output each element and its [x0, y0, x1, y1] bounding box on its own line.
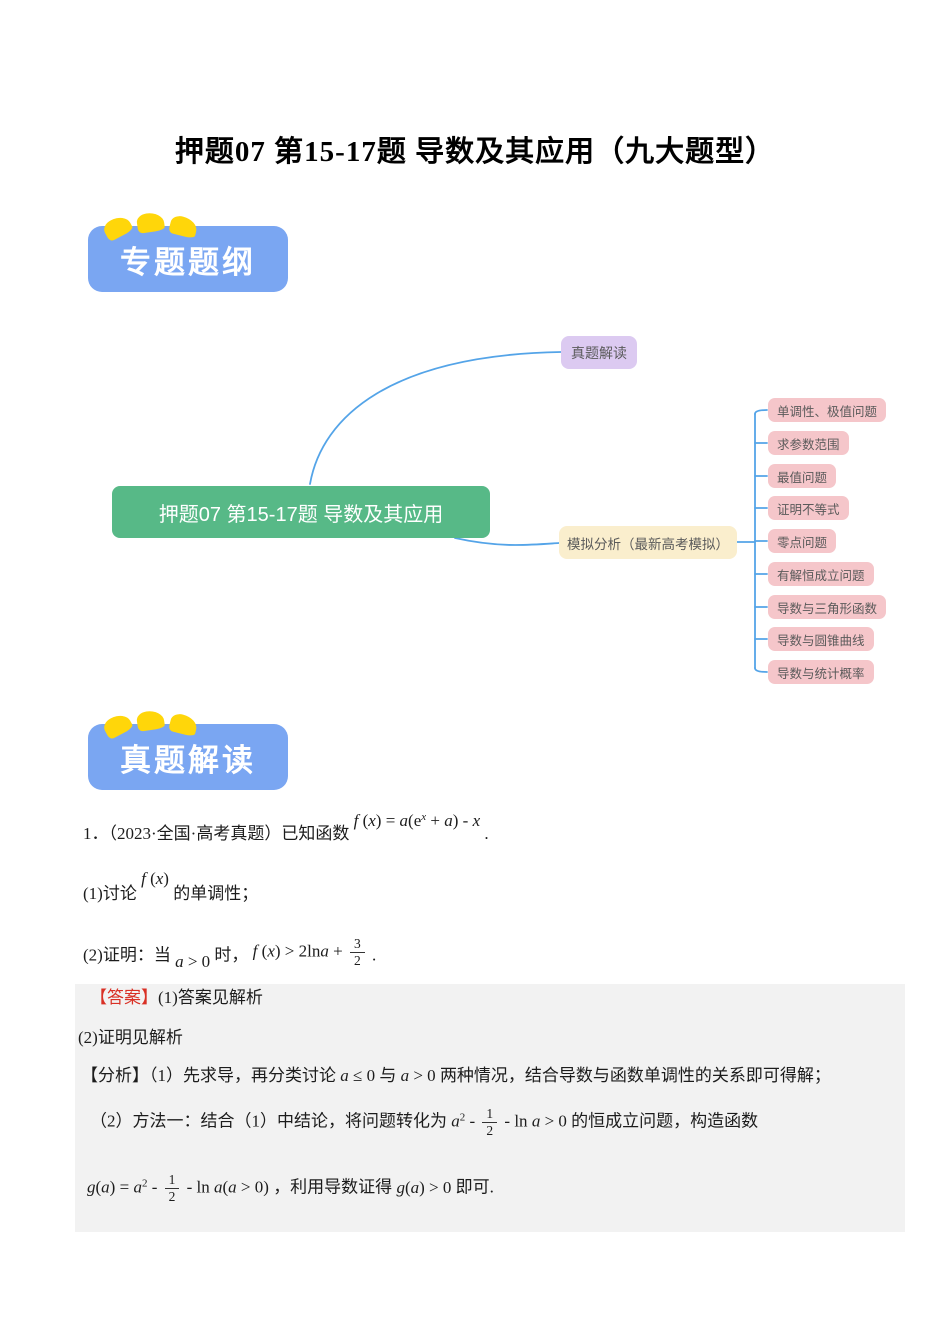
mindmap-topic-node: 单调性、极值问题: [768, 398, 887, 422]
yellow-mark-icon: [135, 211, 166, 234]
formula-condition-a: a > 0: [175, 951, 211, 971]
part1-text: (1)讨论: [83, 884, 137, 903]
mindmap-branch-moni: 模拟分析（最新高考模拟）: [559, 526, 737, 559]
section-badge-outline: 专题题纲: [88, 211, 288, 292]
answer-text: (1)答案见解析: [158, 988, 263, 1007]
part2-period: .: [371, 945, 377, 965]
formula-a-gt-0: a > 0: [400, 1066, 436, 1085]
yellow-mark-icon: [101, 710, 134, 741]
analysis-text: ，利用导数证得: [273, 1177, 393, 1197]
mindmap-topic-node: 证明不等式: [768, 496, 849, 520]
question-part-1: (1)讨论 f (x) 的单调性；: [83, 869, 259, 904]
mindmap-topic-node: 有解恒成立问题: [768, 562, 874, 586]
mindmap-branch-zhenti: 真题解读: [561, 336, 637, 369]
yellow-mark-icon: [168, 712, 199, 737]
analysis-text: 的恒成立问题，构造函数: [571, 1111, 759, 1131]
mindmap-topic-node: 导数与统计概率: [768, 660, 874, 684]
question-line-1: 1．（2023·全国·高考真题）已知函数 f (x) = a(ex + a) -…: [83, 811, 489, 844]
yellow-marks-icon: [101, 211, 214, 247]
part1-text: 的单调性；: [173, 884, 259, 903]
part2-text: 时，: [214, 945, 249, 965]
section-badge-zhenti: 真题解读: [88, 709, 288, 790]
answer-line-1: 【答案】(1)答案见解析: [90, 988, 263, 1008]
analysis-text: 两种情况，结合导数与函数单调性的关系即可得解；: [439, 1066, 831, 1085]
formula-a-le-0: a ≤ 0: [340, 1066, 376, 1085]
yellow-mark-icon: [101, 212, 134, 243]
mindmap-topic-node: 零点问题: [768, 529, 837, 553]
analysis-text: 即可.: [455, 1177, 494, 1197]
formula-fx: f (x): [141, 869, 169, 888]
analysis-line-1: 【分析】（1）先求导，再分类讨论 a ≤ 0 与 a > 0 两种情况，结合导数…: [81, 1066, 831, 1086]
analysis-label: 【分析】: [81, 1066, 149, 1085]
mindmap-topic-node: 导数与圆锥曲线: [768, 627, 874, 651]
page-title: 押题07 第15-17题 导数及其应用（九大题型）: [174, 136, 776, 168]
section-badge-label: 专题题纲: [120, 244, 256, 280]
yellow-mark-icon: [135, 709, 166, 732]
answer-label: 【答案】: [90, 988, 158, 1007]
section-badge-label: 真题解读: [120, 742, 256, 778]
yellow-marks-icon: [101, 709, 214, 745]
mindmap-topic-node: 最值问题: [768, 464, 837, 488]
analysis-text: （2）方法一：结合（1）中结论，将问题转化为: [90, 1111, 447, 1131]
answer-text: (2)证明见解析: [78, 1028, 183, 1047]
mindmap-topic-node: 导数与三角形函数: [768, 595, 887, 619]
mindmap-center-node: 押题07 第15-17题 导数及其应用: [112, 486, 490, 538]
answer-box: 【答案】(1)答案见解析 (2)证明见解析 【分析】（1）先求导，再分类讨论 a…: [75, 984, 905, 1232]
yellow-mark-icon: [168, 214, 199, 239]
question-lead: 1．（2023·全国·高考真题）已知函数: [83, 824, 350, 843]
mindmap-topic-node: 求参数范围: [768, 431, 849, 455]
formula-fx-definition: f (x) = a(ex + a) - x: [353, 811, 481, 830]
analysis-text: 与: [379, 1066, 397, 1085]
answer-line-2: (2)证明见解析: [78, 1028, 183, 1048]
question-period: .: [484, 824, 489, 843]
part2-text: (2)证明：当: [83, 945, 171, 965]
formula-ga-gt-0: g(a) > 0: [396, 1177, 452, 1197]
analysis-text: （1）先求导，再分类讨论: [149, 1066, 336, 1085]
